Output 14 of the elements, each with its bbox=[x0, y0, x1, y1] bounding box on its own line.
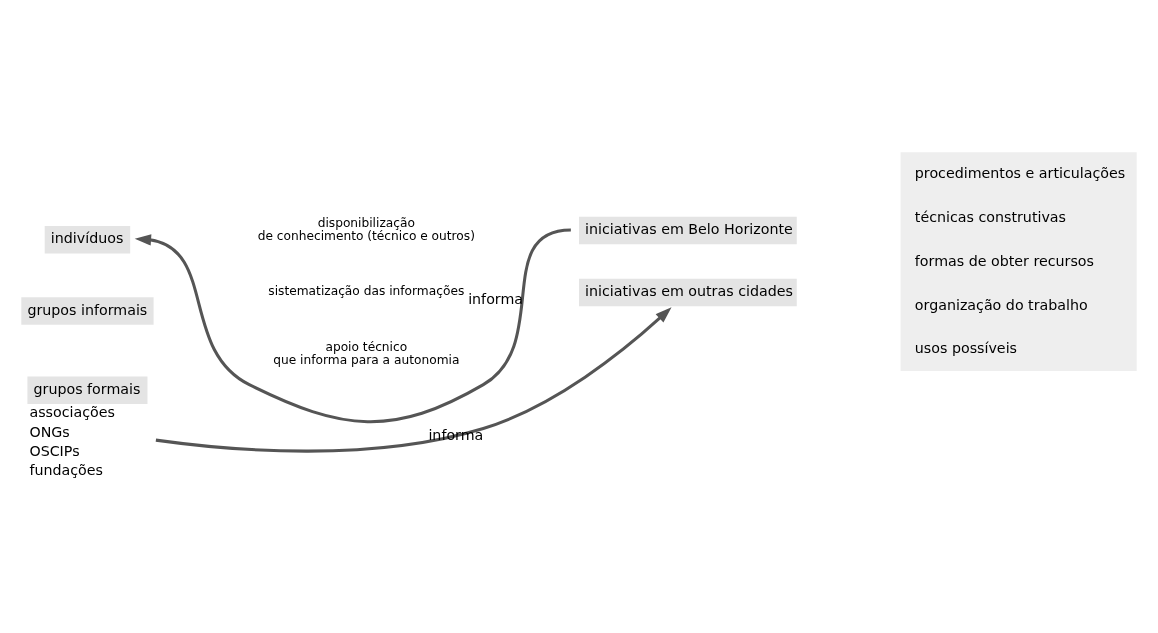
node-box: indivíduos bbox=[44, 225, 131, 254]
label: disponibilização de conhecimento (técnico e outros) bbox=[257, 215, 475, 243]
label: sistematização das informações bbox=[268, 284, 465, 299]
node-box: grupos informais bbox=[21, 297, 154, 325]
node-label: OSCIPs bbox=[29, 443, 80, 460]
node-label: ONGs bbox=[29, 423, 70, 440]
node-label: fundações bbox=[29, 462, 103, 479]
node-box: iniciativas em outras cidades bbox=[579, 278, 797, 307]
arrow bbox=[134, 228, 572, 424]
arrow bbox=[155, 307, 672, 453]
node-box: iniciativas em Belo Horizonte bbox=[579, 216, 797, 245]
node-label: associações bbox=[29, 404, 115, 421]
label: apoio técnico que informa para a autonomia bbox=[273, 339, 460, 367]
node-box: grupos formais bbox=[27, 376, 148, 404]
